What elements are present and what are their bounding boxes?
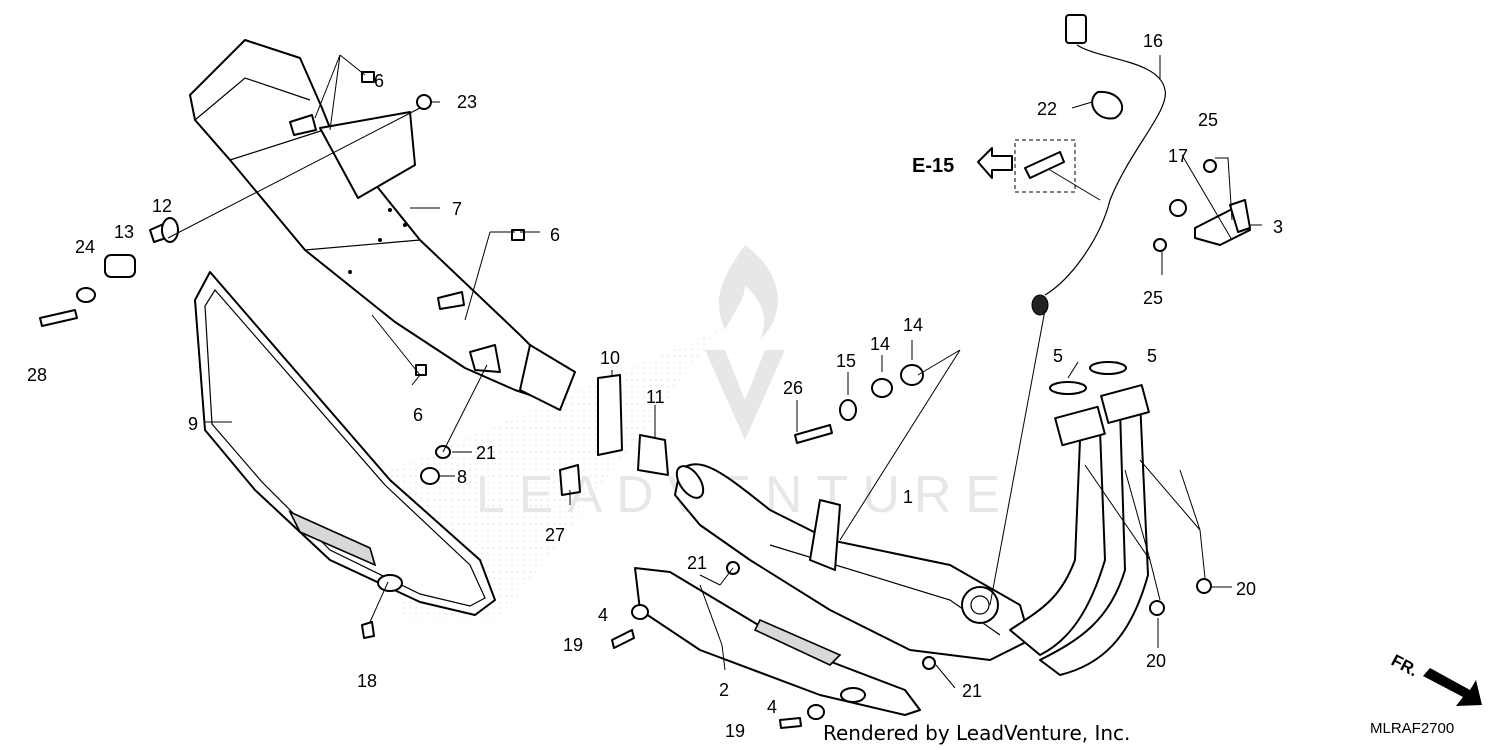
callout-3: 3	[1273, 217, 1283, 237]
front-label: FR.	[1388, 651, 1421, 681]
callout-20: 20	[1236, 579, 1256, 599]
leader-lines	[167, 54, 1262, 689]
render-credit: Rendered by LeadVenture, Inc.	[823, 721, 1130, 745]
callout-24: 24	[75, 237, 95, 257]
reference-bracket	[1014, 139, 1076, 193]
callout-14: 14	[870, 334, 890, 354]
callout-16: 16	[1143, 31, 1163, 51]
reference-arrow	[977, 147, 1013, 179]
hardware-parts	[39, 71, 1217, 729]
callout-6c: 6	[413, 405, 423, 425]
callout-7: 7	[452, 199, 462, 219]
callout-13: 13	[114, 222, 134, 242]
callout-4: 4	[598, 605, 608, 625]
catalyzer-pipe	[674, 463, 1031, 661]
callout-27: 27	[545, 525, 565, 545]
callout-2: 2	[719, 680, 729, 700]
callout-17: 17	[1168, 146, 1188, 166]
callout-4b: 4	[767, 697, 777, 717]
callout-8: 8	[457, 467, 467, 487]
callout-19: 19	[563, 635, 583, 655]
callout-28: 28	[27, 365, 47, 385]
callout-11: 11	[646, 387, 665, 407]
callout-23: 23	[457, 92, 477, 112]
callout-19b: 19	[725, 721, 745, 741]
reference-label-e15: E-15	[912, 155, 954, 177]
callout-18: 18	[357, 671, 377, 691]
callout-12: 12	[152, 196, 172, 216]
callout-21: 21	[476, 443, 496, 463]
callout-20b: 20	[1146, 651, 1166, 671]
callout-6b: 6	[550, 225, 560, 245]
callout-26: 26	[783, 378, 803, 398]
muffler-cover	[194, 271, 496, 616]
callout-1: 1	[903, 487, 913, 507]
diagram-code: MLRAF2700	[1370, 720, 1454, 737]
callout-22: 22	[1037, 99, 1057, 119]
callout-21c: 21	[962, 681, 982, 701]
callout-25: 25	[1198, 110, 1218, 130]
callout-5b: 5	[1147, 346, 1157, 366]
callout-21b: 21	[687, 553, 707, 573]
callout-6: 6	[374, 71, 384, 91]
callout-5: 5	[1053, 346, 1063, 366]
callout-numbers: 1 2 3 4 4 5 5 6 6 6 7 8 9 10 11 12 13 14…	[27, 31, 1283, 741]
exhaust-header-pipes	[1009, 384, 1150, 676]
muffler-body	[189, 39, 576, 411]
callout-14b: 14	[903, 315, 923, 335]
callout-15: 15	[836, 351, 856, 371]
o2-sensor-wire	[1031, 14, 1166, 316]
sensor-bracket	[1194, 199, 1251, 246]
exhaust-protector	[634, 567, 921, 716]
callout-9: 9	[188, 414, 198, 434]
front-direction-indicator: FR.	[1388, 651, 1482, 706]
callout-25b: 25	[1143, 288, 1163, 308]
callout-10: 10	[600, 348, 620, 368]
